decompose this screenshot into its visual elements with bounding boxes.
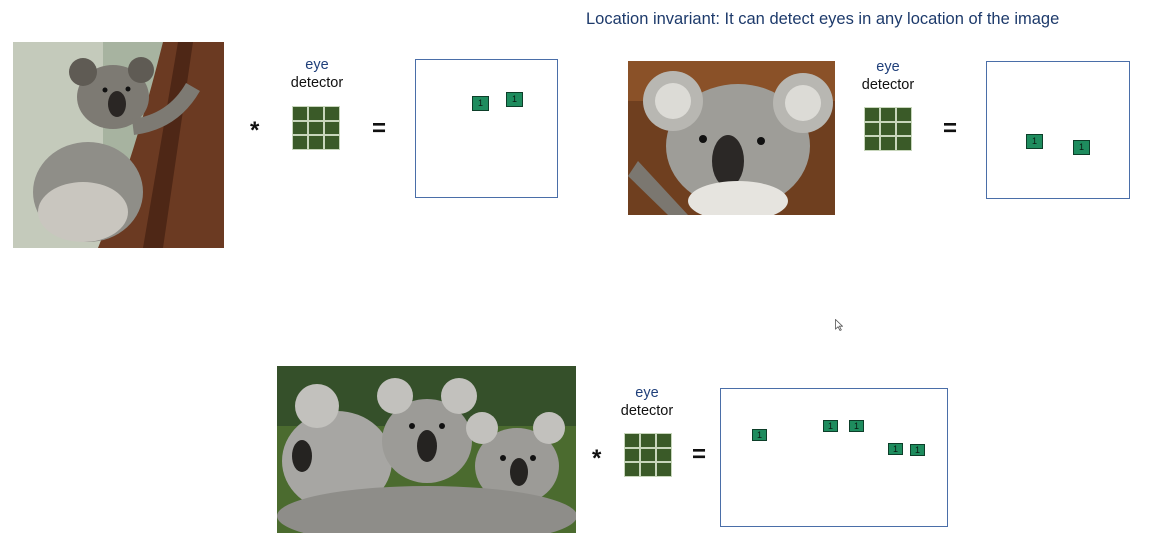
detection-mark: 1 (1026, 134, 1043, 149)
detection-mark: 1 (506, 92, 523, 107)
detector-label-line1: eye (635, 385, 659, 401)
equals-operator: = (692, 441, 707, 468)
detector-label-line1: eye (305, 57, 329, 73)
equals-operator: = (372, 115, 387, 142)
koala-photo-closeup (628, 61, 835, 215)
eye-detector-kernel (864, 107, 912, 151)
convolve-operator: * (592, 445, 602, 472)
feature-map-output: 1 1 (986, 61, 1130, 199)
detection-mark: 1 (910, 444, 925, 456)
eye-detector-label: eye detector (612, 384, 682, 420)
convolve-operator: * (250, 117, 260, 144)
eye-detector-kernel (624, 433, 672, 477)
detector-label-line1: eye (876, 59, 900, 75)
detector-label-line2: detector (290, 75, 344, 91)
slide-title: Location invariant: It can detect eyes i… (586, 10, 1060, 28)
feature-map-output: 1 1 (415, 59, 558, 198)
detection-mark: 1 (752, 429, 767, 441)
eye-detector-label: eye detector (282, 56, 352, 92)
eye-detector-kernel (292, 106, 340, 150)
feature-map-output: 1 1 1 1 1 (720, 388, 948, 527)
eye-detector-label: eye detector (853, 58, 923, 94)
detection-mark: 1 (472, 96, 489, 111)
detection-mark: 1 (849, 420, 864, 432)
koala-photo-tree (13, 42, 224, 248)
detection-mark: 1 (1073, 140, 1090, 155)
koala-photo-group (277, 366, 576, 533)
detection-mark: 1 (823, 420, 838, 432)
equals-operator: = (943, 115, 958, 142)
mouse-cursor-icon (835, 319, 843, 331)
detector-label-line2: detector (620, 403, 674, 419)
detector-label-line2: detector (861, 77, 915, 93)
detection-mark: 1 (888, 443, 903, 455)
